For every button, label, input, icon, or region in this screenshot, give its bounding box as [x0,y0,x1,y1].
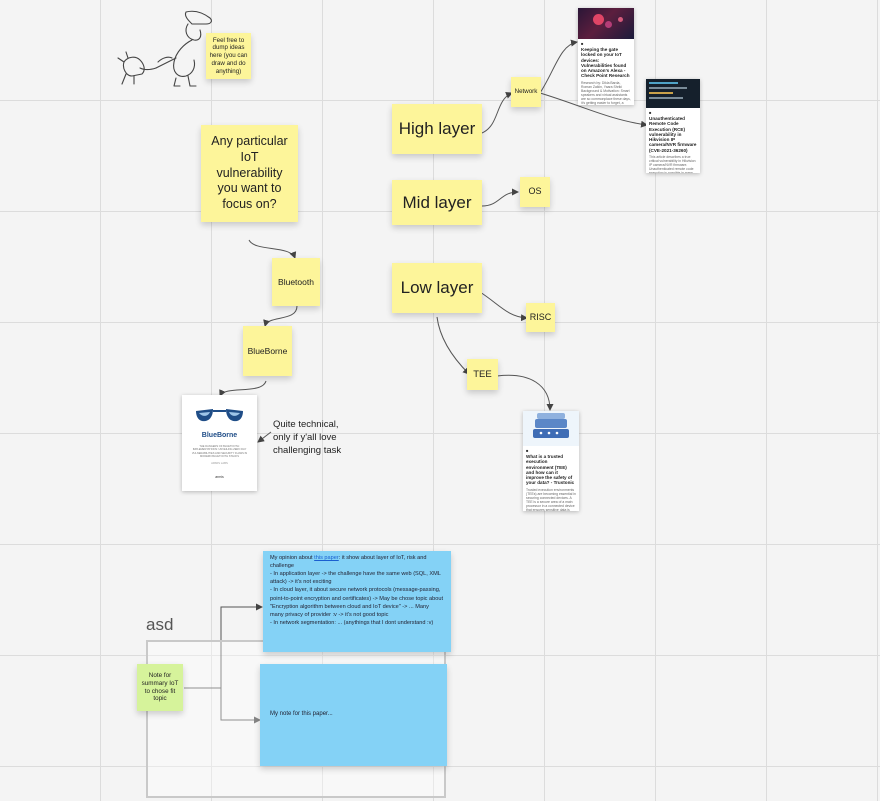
text-quite-technical[interactable]: Quite technical, only if y'all love chal… [273,419,342,456]
sticky-tee[interactable]: TEE [467,359,498,390]
doodle-drawing[interactable] [114,8,218,88]
sticky-blueborne-text: BlueBorne [247,345,288,356]
card-blueborne-document[interactable]: BlueBorne THE DANGERS OF BLUETOOTH: IMPL… [182,395,257,491]
card-blueborne-logo: armis [215,475,224,480]
card-hikvision-title: Unauthenticated Remote Code Execution (R… [649,116,697,153]
sticky-bluetooth-text: Bluetooth [278,276,314,287]
sticky-opinion-note[interactable]: My opinion about this paper: it show abo… [263,551,451,652]
opinion-bullet: - In network segmentation: ... (anything… [270,619,434,626]
sticky-summary-note-text: Note for summary IoT to chose fit topic [141,671,179,703]
connector-network-card2 [539,92,648,128]
connector-low-tee [436,316,470,375]
connector-low-risc [479,291,528,322]
sticky-os-text: OS [528,186,542,197]
card-trustonic-tee[interactable]: ■ What is a trusted execution environmen… [523,411,579,511]
sticky-my-note[interactable]: My note for this paper... [260,664,447,766]
card-hikvision-badge: ■ [649,110,652,115]
opinion-note-text: My opinion about this paper: it show abo… [263,551,451,630]
sticky-network[interactable]: Network [511,77,541,107]
sticky-dump-ideas[interactable]: Feel free to dump ideas here (you can dr… [206,33,251,79]
sticky-high-layer[interactable]: High layer [392,104,482,154]
card-tee-title: What is a trusted execution environment … [526,454,575,486]
card-hikvision-rce[interactable]: ■ Unauthenticated Remote Code Execution … [646,79,700,173]
card-checkpoint-title: Keeping the gate locked on your IoT devi… [581,47,630,79]
opinion-bullet: - In application layer -> the challenge … [270,571,441,586]
card-tee-badge: ■ [526,448,529,453]
card-checkpoint-image [578,8,634,39]
opinion-note-after-link: : it show about layer of IoT, risk and c… [270,555,427,570]
sticky-high-layer-text: High layer [398,119,476,139]
card-checkpoint-body: Research by: Dikla Barda, Roman Zaikin, … [581,80,631,105]
sticky-bluetooth[interactable]: Bluetooth [272,258,320,306]
connector-network-card1 [539,39,578,94]
connector-text-card [257,431,272,443]
sticky-mid-layer-text: Mid layer [402,192,472,212]
connector-blueborne-card [219,380,267,397]
sticky-blueborne[interactable]: BlueBorne [243,326,292,376]
card-blueborne-brand: BlueBorne [201,432,238,439]
sticky-dump-ideas-text: Feel free to dump ideas here (you can dr… [209,36,248,75]
opinion-note-intro: My opinion about [270,555,315,561]
card-hikvision-image [646,79,700,108]
card-tee-image [523,411,579,446]
card-checkpoint-badge: ■ [581,41,584,46]
server-stack-icon [533,413,569,438]
sticky-network-text: Network [514,88,538,96]
card-blueborne-footer: ARMIS LABS [211,461,228,466]
card-blueborne-body: THE DANGERS OF BLUETOOTH: IMPLEMENTATION… [191,445,248,459]
connector-high-network [481,92,513,134]
connector-tee-card [496,374,554,411]
blueborne-glasses-icon [196,409,243,422]
card-checkpoint-research[interactable]: ■ Keeping the gate locked on your IoT de… [578,8,634,105]
sticky-risc[interactable]: RISC [526,303,555,332]
frame-title[interactable]: asd [146,615,174,634]
sticky-risc-text: RISC [529,311,552,322]
sticky-vulnerability-question-text: Any particular IoT vulnerability you wan… [211,134,288,211]
sticky-low-layer-text: Low layer [400,278,474,298]
connector-question-bluetooth [248,239,297,259]
connector-summary-mynote [184,687,261,724]
sticky-os[interactable]: OS [520,177,550,207]
opinion-bullet: - In cloud layer, it about secure networ… [270,587,444,618]
paper-link[interactable]: this paper [314,555,339,561]
my-note-text: My note for this paper... [270,711,333,718]
connector-mid-os [481,188,519,207]
sticky-low-layer[interactable]: Low layer [392,263,482,313]
sticky-vulnerability-question[interactable]: Any particular IoT vulnerability you wan… [201,125,298,222]
connector-bluetooth-blueborne [263,305,298,327]
sticky-tee-text: TEE [473,368,492,380]
card-tee-body: Trusted execution environments (TEEs) ar… [526,487,576,511]
sticky-mid-layer[interactable]: Mid layer [392,180,482,225]
card-hikvision-body: This article describes a true critical v… [649,154,696,173]
sticky-summary-note[interactable]: Note for summary IoT to chose fit topic [137,664,183,711]
